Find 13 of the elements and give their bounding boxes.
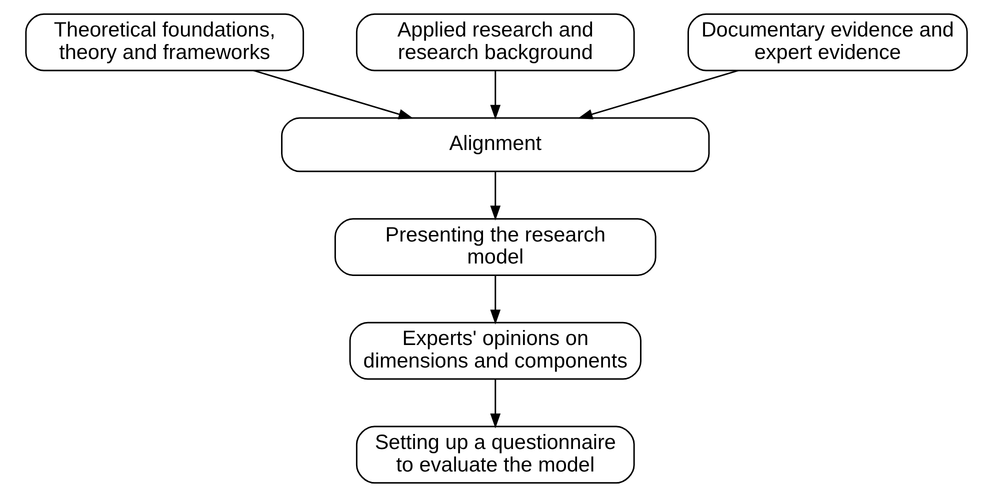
arrow (490, 70, 500, 120)
node-box: Presenting the research model (334, 218, 656, 276)
arrow (252, 70, 413, 120)
node-box: Documentary evidence and expert evidence (686, 13, 968, 72)
node-box: Applied research and research background (355, 13, 634, 72)
arrow (490, 172, 500, 221)
node-box: Alignment (280, 117, 710, 172)
node-box: Theoretical foundations, theory and frameworks (24, 13, 304, 72)
arrow (577, 70, 738, 120)
node-box: Experts' opinions on dimensions and components (348, 322, 641, 380)
node-box: Setting up a questionnaire to evaluate the model (355, 426, 634, 484)
arrow (490, 276, 500, 325)
arrow (490, 379, 500, 428)
